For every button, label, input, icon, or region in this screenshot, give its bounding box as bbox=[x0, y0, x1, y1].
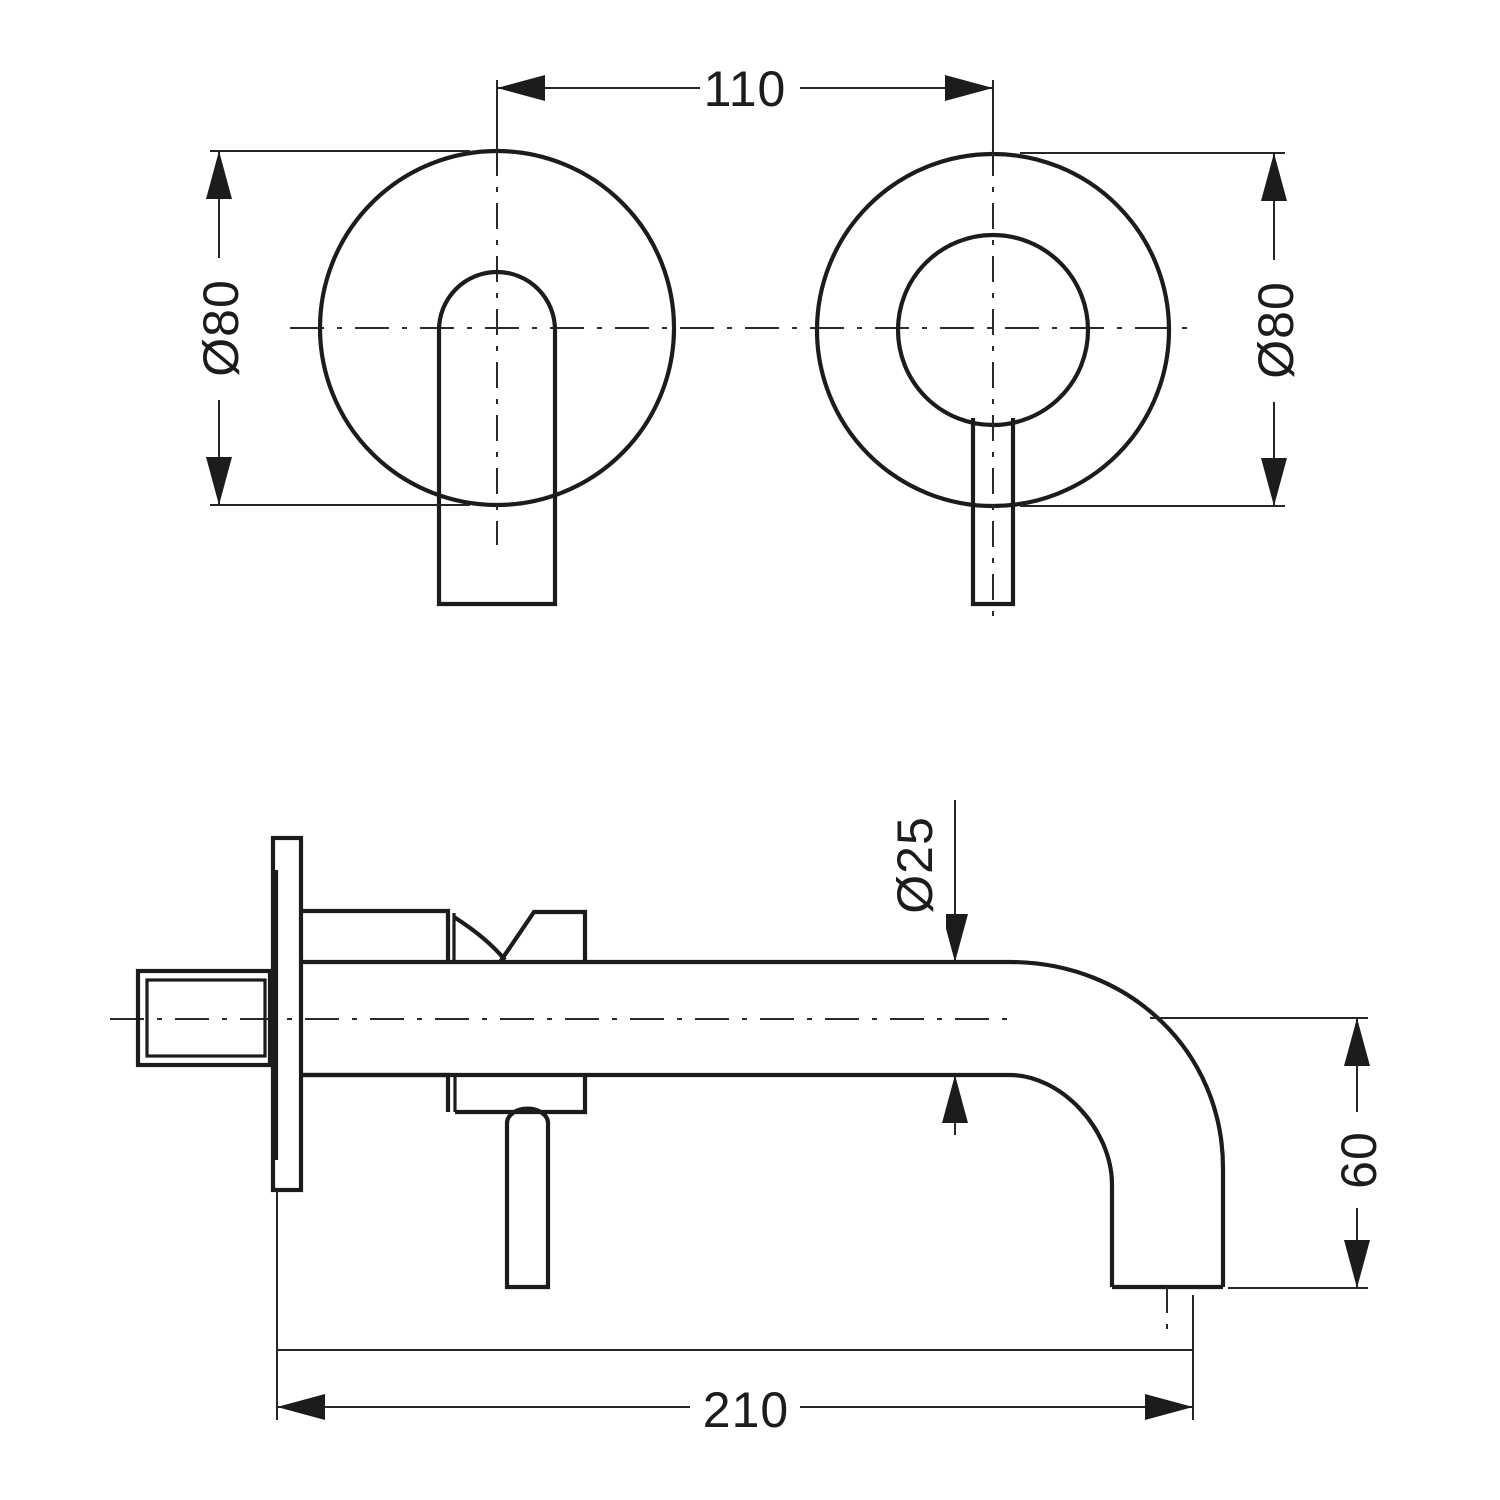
arrowhead-d80r-bottom bbox=[1261, 458, 1287, 506]
dimension-d80-left: Ø80 bbox=[193, 150, 470, 506]
lever-handle bbox=[504, 1106, 551, 1290]
cartridge-block-lower-base bbox=[455, 1075, 588, 1115]
arrowhead-110-right bbox=[945, 75, 993, 101]
dimension-210: 210 bbox=[276, 1190, 1194, 1444]
dim-label-210-backdrop bbox=[692, 1372, 800, 1444]
spout-elbow-inner bbox=[1009, 1072, 1115, 1287]
threaded-inlet-stub-thread bbox=[145, 978, 267, 1058]
dimension-label-60: 60 bbox=[1331, 1131, 1387, 1189]
arrowhead-d80l-top bbox=[206, 151, 232, 199]
arrowhead-d80r-top bbox=[1261, 153, 1287, 201]
mixer-lever-handle bbox=[436, 269, 558, 607]
spout-elbow-outer bbox=[1009, 959, 1226, 1287]
arrowhead-60-top bbox=[1344, 1018, 1370, 1066]
arrowhead-d25-top bbox=[942, 914, 968, 962]
cartridge-block-lower bbox=[301, 1072, 451, 1112]
cartridge-cam-curve bbox=[452, 915, 507, 962]
arrowhead-60-bottom bbox=[1344, 1240, 1370, 1288]
cartridge-lever-boss bbox=[498, 909, 588, 964]
dim-label-d25-backdrop bbox=[884, 800, 946, 930]
dimension-label-d80-right: Ø80 bbox=[1248, 281, 1304, 379]
side-view-group: Ø25 60 210 bbox=[110, 800, 1387, 1444]
arrowhead-d25-bottom bbox=[942, 1075, 968, 1123]
arrowhead-210-right bbox=[1145, 1394, 1193, 1420]
dimension-60: 60 bbox=[1150, 1017, 1387, 1289]
dimension-d25: Ø25 bbox=[884, 800, 968, 1135]
dimension-label-110: 110 bbox=[704, 61, 787, 117]
arrowhead-110-left bbox=[497, 75, 545, 101]
cartridge-housing-upper bbox=[301, 908, 451, 962]
threaded-inlet-stub bbox=[135, 968, 273, 1068]
dimension-label-d25: Ø25 bbox=[887, 816, 943, 914]
dimension-label-210: 210 bbox=[703, 1382, 789, 1438]
dimension-label-d80-left: Ø80 bbox=[193, 279, 249, 377]
wall-mounting-flange bbox=[270, 835, 304, 1193]
dimension-110: 110 bbox=[496, 61, 994, 170]
arrowhead-d80l-bottom bbox=[206, 457, 232, 505]
dimension-d80-right: Ø80 bbox=[1020, 152, 1304, 507]
spout-tube bbox=[970, 418, 1016, 607]
front-view-group: 110 Ø80 Ø80 bbox=[193, 61, 1304, 620]
arrowhead-210-left bbox=[277, 1394, 325, 1420]
